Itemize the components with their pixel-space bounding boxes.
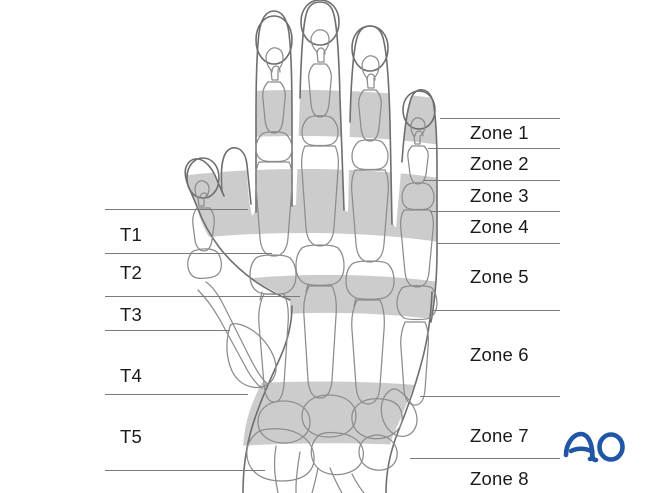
leader-line-zone-7 (420, 396, 560, 397)
leader-line-zone-8 (410, 458, 560, 459)
zone-label-6: Zone 6 (470, 344, 529, 365)
leader-line-zone-1 (440, 118, 560, 119)
ao-foundation-logo (563, 431, 625, 463)
hand-outline (184, 0, 438, 493)
zone-label-1: Zone 1 (470, 122, 529, 143)
thumb-label-t1: T1 (120, 224, 142, 245)
leader-line-zone-6 (432, 310, 560, 311)
leader-line-t5-end (105, 470, 265, 471)
leader-line-zone-3 (424, 180, 560, 181)
leader-line-t5 (105, 394, 248, 395)
zone-label-4: Zone 4 (470, 216, 529, 237)
bone-structure (187, 29, 438, 493)
thumb-label-t4: T4 (120, 365, 142, 386)
leader-line-zone-2 (428, 148, 560, 149)
zone-label-8: Zone 8 (470, 468, 529, 489)
leader-line-zone-5 (437, 243, 560, 244)
leader-line-t3 (105, 296, 300, 297)
leader-line-t4 (105, 330, 230, 331)
thumb-label-t3: T3 (120, 304, 142, 325)
thumb-label-t5: T5 (120, 426, 142, 447)
zone-label-2: Zone 2 (470, 153, 529, 174)
leader-line-t1 (105, 209, 248, 210)
leader-line-t2 (105, 253, 272, 254)
zone-label-5: Zone 5 (470, 266, 529, 287)
leader-line-zone-4 (430, 211, 560, 212)
zone-label-3: Zone 3 (470, 185, 529, 206)
thumb-label-t2: T2 (120, 262, 142, 283)
zone-label-7: Zone 7 (470, 425, 529, 446)
